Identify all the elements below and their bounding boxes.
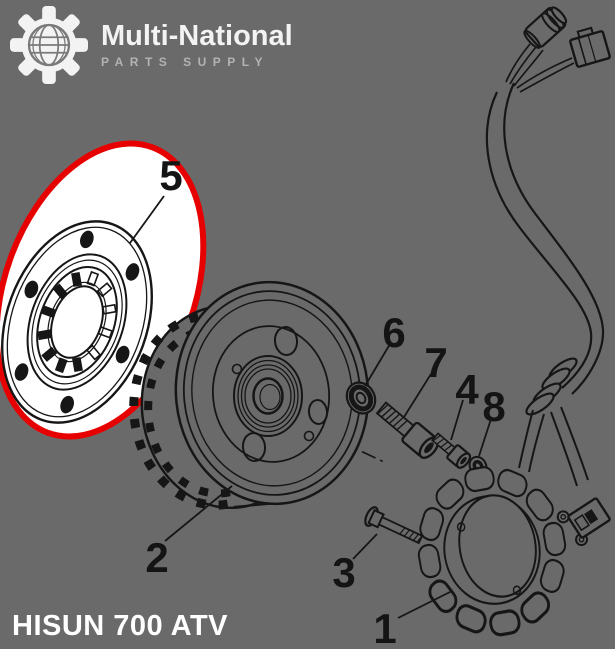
leader-line-4 [450,399,464,441]
brand-logo: Multi-National PARTS SUPPLY [10,6,293,84]
part1-stator-drawing [417,466,567,637]
gear-globe-icon [10,6,88,84]
part-label-8: 8 [482,383,505,430]
part-label-5: 5 [159,152,182,199]
part4-bolt-drawing [431,432,472,469]
part3-bolt-drawing [364,506,424,545]
leader-line-6 [364,343,391,387]
leader-line-1 [397,590,453,619]
part-label-7: 7 [424,339,447,386]
rect-connector [569,26,611,68]
wire-tube-right-a [550,411,578,487]
wiring-harness-drawing [485,6,611,487]
part-label-3: 3 [332,549,355,596]
part-label-2: 2 [145,534,168,581]
leader-line-2 [164,485,233,542]
flywheel-hub [233,355,303,437]
part-label-6: 6 [382,309,405,356]
part5-clutch-plate-drawing [1,220,153,424]
round-connector [523,6,568,49]
wire-tube-left-a [518,409,534,469]
part2-flywheel-drawing [129,280,370,510]
wire-tube-left-b [528,413,545,473]
leader-line-3 [352,533,378,560]
cable-outer-edge [485,91,593,389]
cable-inner-edge [503,82,605,395]
model-label: HISUN 700 ATV [12,610,228,642]
castellated-edge-outer [129,310,242,510]
brand-title: Multi-National [101,20,293,53]
leader-line-8 [478,418,492,457]
part6-washer-drawing [345,381,377,415]
pickup-coil-drawing [556,497,611,547]
part-label-1: 1 [373,605,396,649]
grommet [525,357,578,416]
wire-fan [505,43,575,93]
leader-line-7 [403,373,432,418]
part-label-4: 4 [455,366,479,413]
wire-tube-right-b [560,406,589,481]
brand-subtitle: PARTS SUPPLY [101,54,270,69]
callouts: 5 2 6 7 4 8 3 1 [129,152,506,649]
leader-line-5 [129,195,165,244]
part7-bolt-drawing [375,401,440,460]
